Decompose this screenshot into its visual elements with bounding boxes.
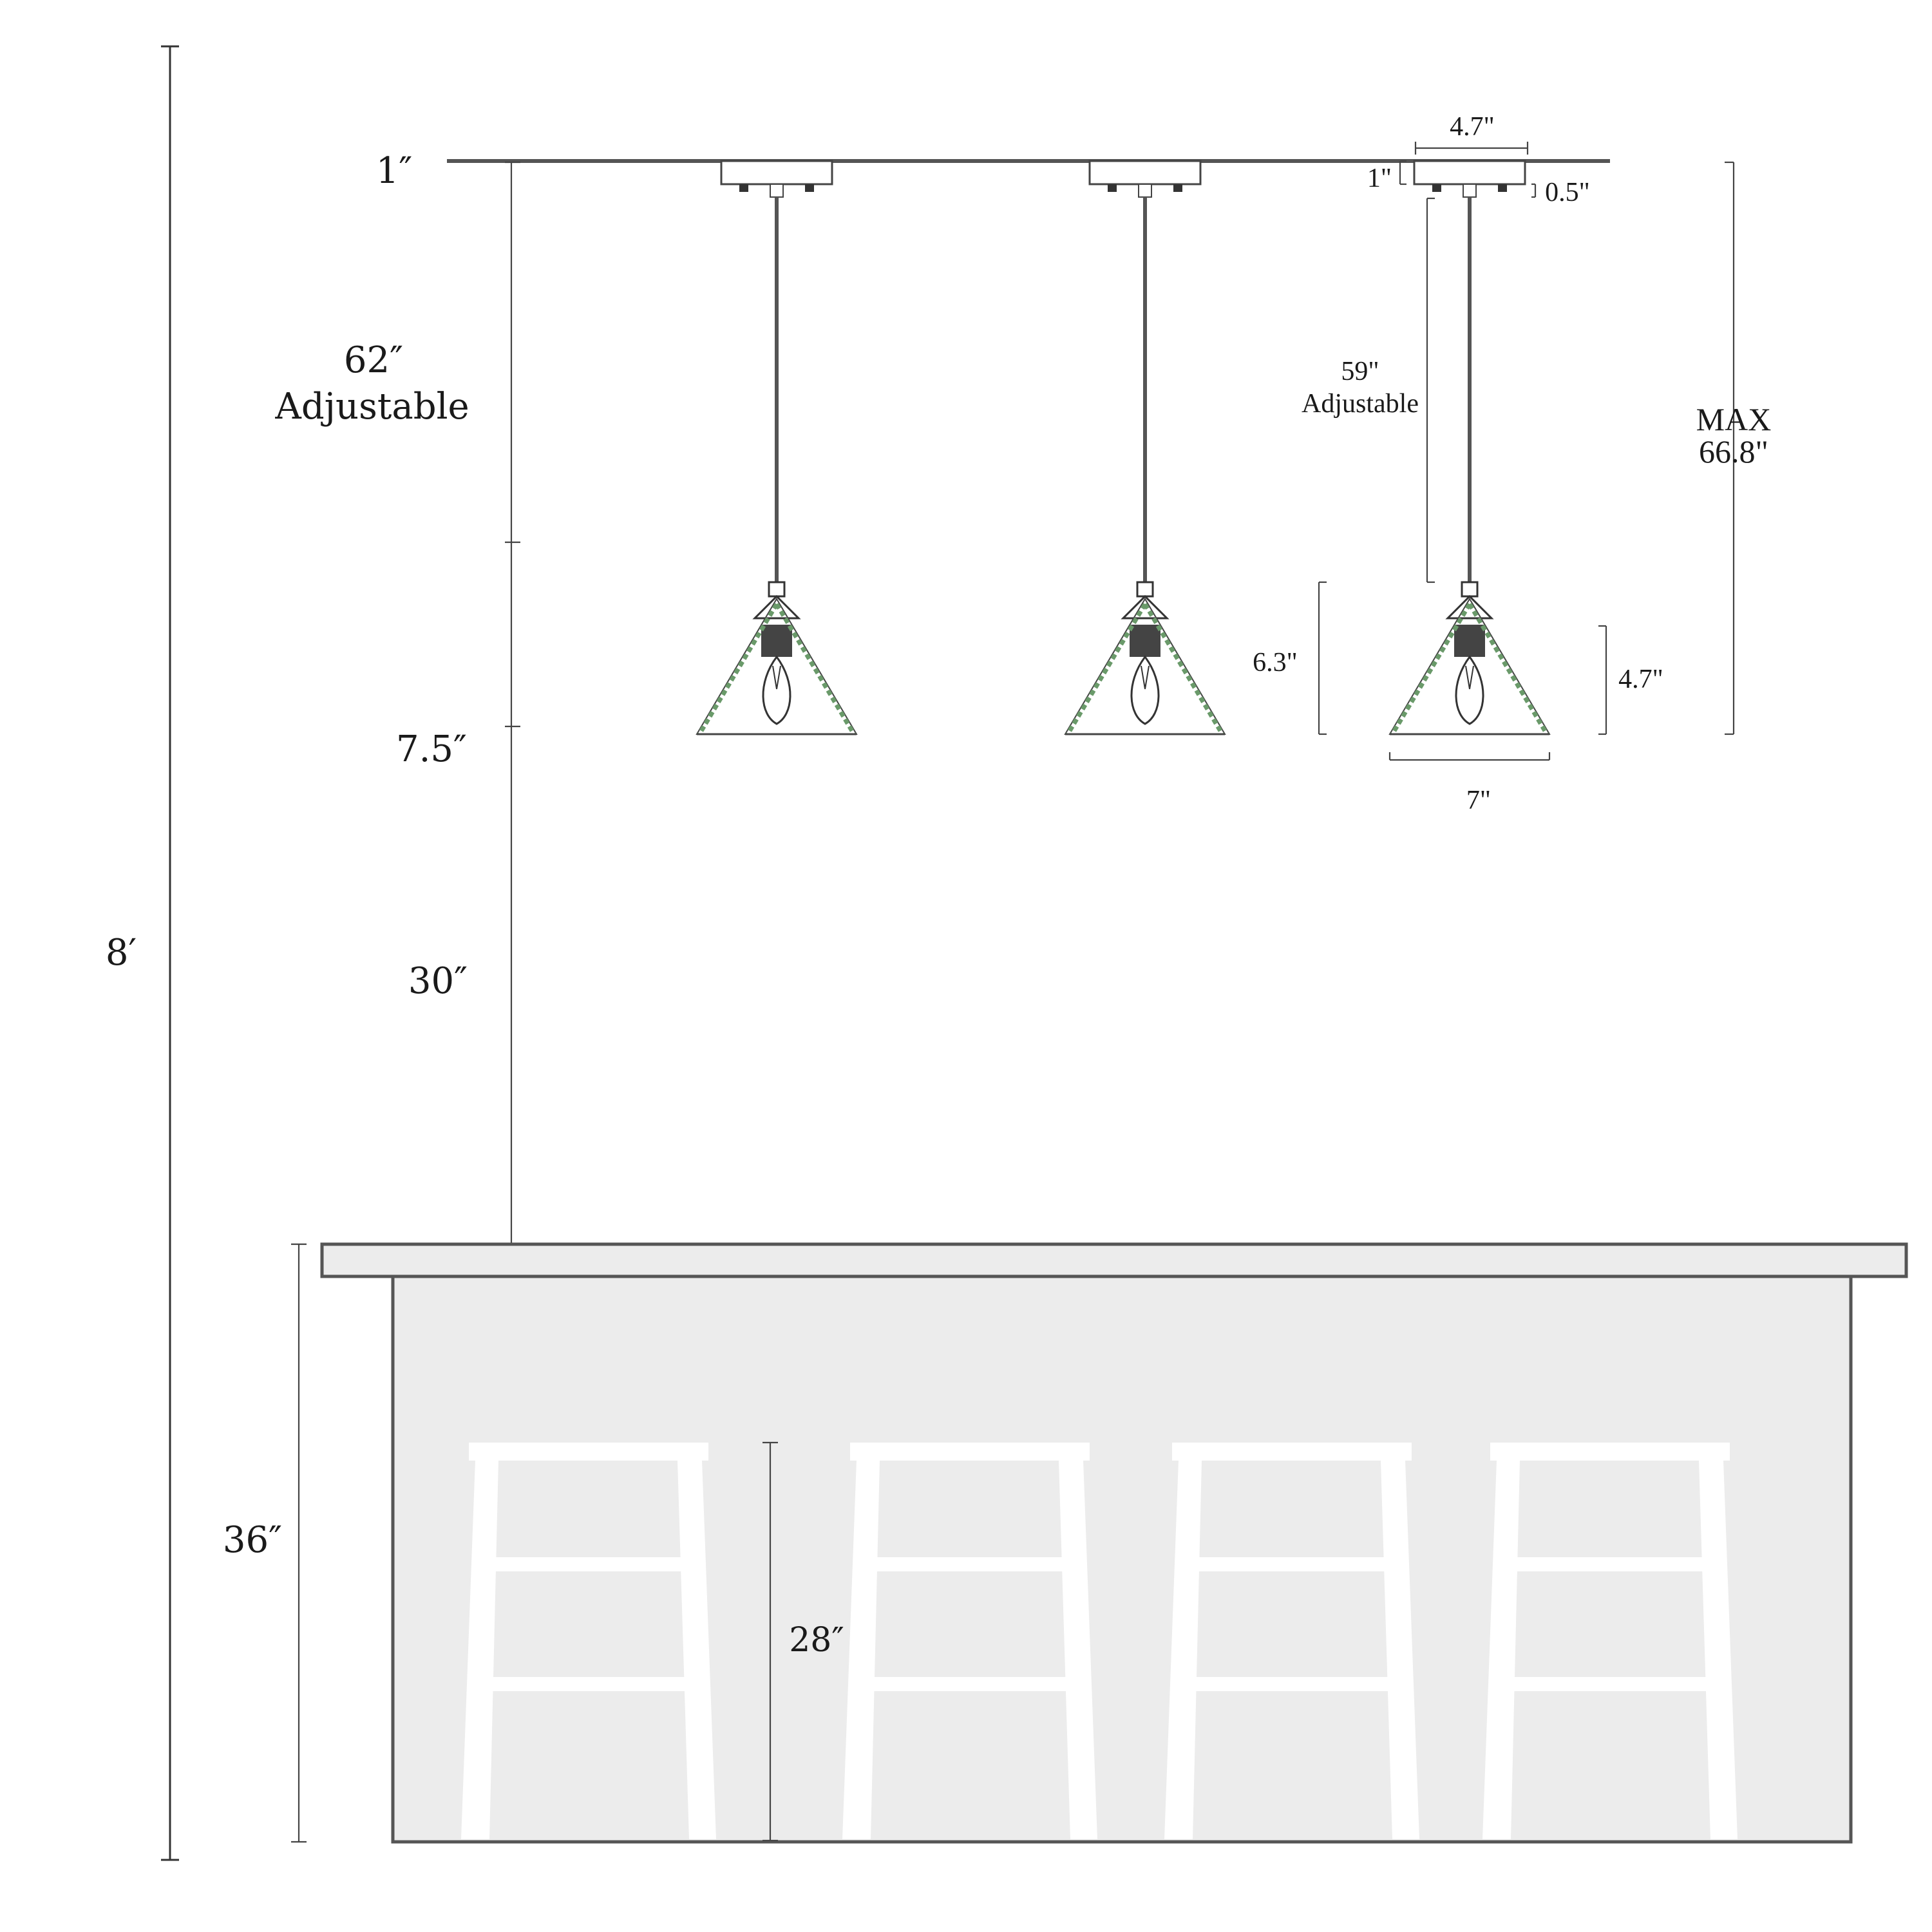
- drop-dimension-chain: 62″ Adjustable 7.5″ 30″: [274, 161, 520, 1245]
- kitchen-island: [320, 1242, 1908, 1844]
- stool-height-dimension: 28″: [762, 1441, 844, 1842]
- shade-total-height-label: 6.3": [1253, 648, 1298, 677]
- socket: [1130, 625, 1160, 657]
- stool-height-label: 28″: [789, 1621, 844, 1660]
- rod-length-sub-label: Adjustable: [1302, 389, 1419, 419]
- canopy-width-label: 4.7": [1450, 112, 1495, 142]
- ceiling-gap-label: 1″: [376, 150, 413, 192]
- max-value-label: 66.8": [1699, 433, 1768, 469]
- bulb: [762, 655, 791, 725]
- canopy: [720, 160, 833, 185]
- canopy-height-label: 1": [1367, 164, 1392, 193]
- pendant-light-2: [1064, 160, 1226, 735]
- shade-height-label: 7.5″: [396, 728, 467, 770]
- pendant-light-3: [1388, 160, 1551, 735]
- bulb: [1130, 655, 1160, 725]
- cord-length-sub-label: Adjustable: [274, 386, 469, 428]
- rod-length-label: 59": [1341, 357, 1379, 386]
- canopy: [1088, 160, 1202, 185]
- overall-height-label: 8′: [106, 932, 137, 974]
- max-label: MAX: [1696, 401, 1772, 437]
- bar-stool-4: [1482, 1443, 1738, 1839]
- canopy: [1413, 160, 1526, 185]
- pendant-light-1: [696, 160, 858, 735]
- bar-stool-3: [1164, 1443, 1419, 1839]
- socket: [1454, 625, 1485, 657]
- shade-glass-height-label: 4.7": [1618, 665, 1663, 694]
- clearance-label: 30″: [408, 960, 468, 1002]
- counter-height-dimension: 36″: [223, 1243, 307, 1843]
- canopy-gap-label: 0.5": [1545, 178, 1590, 207]
- counter-height-label: 36″: [223, 1519, 282, 1561]
- bar-stool-2: [842, 1443, 1097, 1839]
- cord-length-label: 62″: [344, 339, 403, 381]
- socket: [761, 625, 792, 657]
- pendant-3-dimensions: 4.7" 1" 0.5" 59" Adjustable MAX 66.8" 6.…: [1253, 112, 1771, 815]
- bulb: [1455, 655, 1484, 725]
- bar-stool-1: [461, 1443, 716, 1839]
- overall-height-dimension: 8′: [106, 45, 179, 1861]
- shade-width-label: 7": [1466, 786, 1491, 815]
- countertop: [320, 1242, 1908, 1278]
